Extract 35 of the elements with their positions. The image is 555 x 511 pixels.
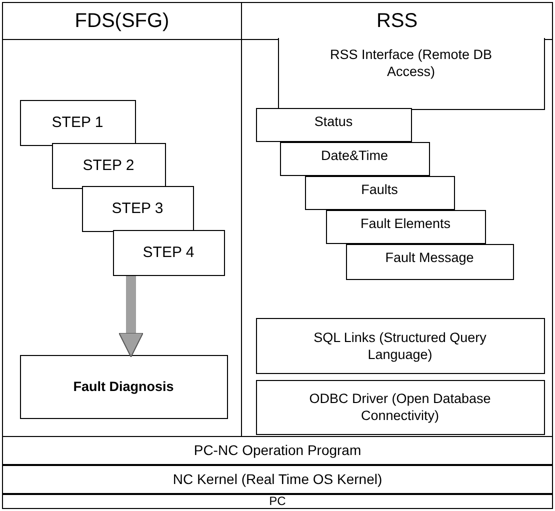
box-label: Fault Elements [360, 214, 451, 232]
layer-band [2, 494, 553, 509]
box-label: Fault Diagnosis [73, 378, 174, 395]
box-label: Faults [361, 180, 398, 198]
column [2, 2, 242, 438]
step-label: STEP 4 [142, 244, 194, 261]
table-box [326, 210, 486, 244]
step-box [82, 186, 194, 232]
step-box [20, 100, 136, 146]
box-label: RSS Interface (Remote DB Access) [328, 46, 494, 80]
box-label: Date&Time [320, 146, 388, 164]
step-label: STEP 2 [82, 157, 134, 174]
box-label: SQL Links (Structured Query Language) [312, 328, 488, 362]
column [241, 2, 553, 438]
box-label: ODBC Driver (Open Database Connectivity) [308, 390, 492, 424]
box-label: PC-NC Operation Program [194, 442, 362, 459]
box-label: Fault Message [385, 248, 474, 266]
arrow [118, 276, 144, 358]
box-label: NC Kernel (Real Time OS Kernel) [172, 471, 382, 488]
table-box [256, 108, 412, 142]
table-box [280, 142, 430, 176]
layer-band [2, 465, 553, 494]
layer-box [256, 318, 544, 374]
step-box [112, 230, 224, 276]
table-box [346, 244, 514, 280]
step-label: STEP 1 [52, 114, 104, 131]
interface-box [278, 38, 544, 110]
layer-box [256, 380, 544, 434]
table-box [304, 176, 454, 210]
layer-band [2, 436, 553, 465]
step-box [52, 142, 166, 188]
box-label: Status [314, 112, 353, 130]
box-label: PC [269, 493, 286, 510]
result-box [20, 354, 228, 418]
step-label: STEP 3 [112, 200, 164, 217]
